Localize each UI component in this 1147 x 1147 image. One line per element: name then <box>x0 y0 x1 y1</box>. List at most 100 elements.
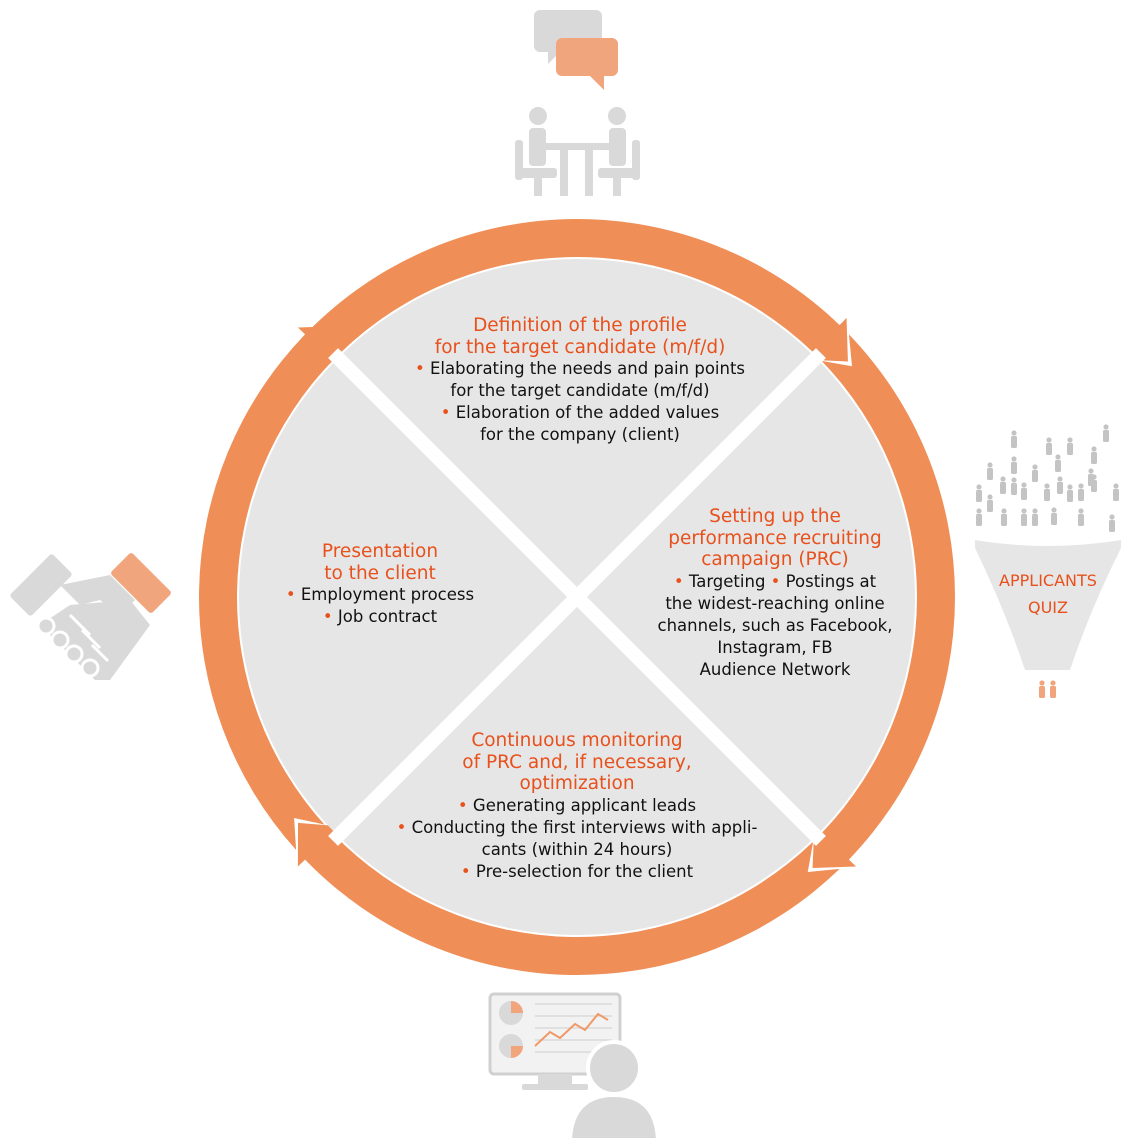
bullet-text: Conducting the first interviews with app… <box>411 817 758 837</box>
funnel-output-people-icon <box>1039 680 1056 698</box>
bullet-marker: • <box>460 861 476 881</box>
handshake-icon <box>10 553 171 680</box>
bullet-text: channels, such as Facebook, <box>657 615 893 635</box>
title-line: campaign (PRC) <box>701 549 849 570</box>
quadrant-top-title: Definition of the profile for the target… <box>380 315 780 358</box>
bullet-text: Pre-selection for the client <box>475 861 694 881</box>
bullet-line: • Generating applicant leads <box>377 795 777 817</box>
title-line: Setting up the <box>709 506 841 527</box>
bullet-line: • Elaboration of the added values <box>380 402 780 424</box>
person-icon <box>1067 437 1073 455</box>
bullet-text: the widest-reaching online <box>665 593 885 613</box>
bullet-marker: • <box>770 571 786 591</box>
title-line: optimization <box>519 773 635 794</box>
bullet-text: Audience Network <box>699 659 851 679</box>
title-line: for the target candidate (m/f/d) <box>434 336 726 358</box>
quadrant-circle <box>239 259 915 935</box>
person-icon <box>1103 424 1109 442</box>
bullet-text: Elaborating the needs and pain points <box>429 359 746 378</box>
funnel-label-applicants: APPLICANTS <box>999 571 1097 590</box>
title-line: Continuous monitoring <box>471 730 683 751</box>
quadrant-left-title: Presentation to the client <box>260 541 500 584</box>
person-icon <box>1011 456 1017 474</box>
bullet-marker: • <box>440 403 456 422</box>
ring-arrow-segment <box>300 218 848 366</box>
person-icon <box>1032 464 1038 482</box>
bullet-line: for the target candidate (m/f/d) <box>380 380 780 402</box>
bullet-text: Employment process <box>300 585 475 604</box>
person-icon <box>1039 680 1045 698</box>
person-icon <box>976 508 982 526</box>
ring-arrow-segment <box>297 822 840 975</box>
speech-bubbles-icon <box>534 10 618 90</box>
bullet-line: the widest-reaching online <box>625 593 925 615</box>
quadrant-bottom-title: Continuous monitoring of PRC and, if nec… <box>377 730 777 795</box>
person-icon <box>1000 476 1006 494</box>
person-icon <box>987 494 993 512</box>
person-icon <box>1044 483 1050 501</box>
meeting-table-icon <box>515 107 640 196</box>
quadrant-left-text: Presentation to the client • Employment … <box>260 541 500 628</box>
bullet-text: for the target candidate (m/f/d) <box>450 381 710 400</box>
quadrant-right-title: Setting up the performance recruiting ca… <box>625 506 925 571</box>
quadrant-divider <box>328 348 826 846</box>
person-icon <box>1091 474 1097 492</box>
bullet-text: Elaboration of the added values <box>455 403 720 422</box>
ring-arrow-segment <box>199 326 342 850</box>
bullet-line: channels, such as Facebook, <box>625 615 925 637</box>
person-icon <box>1067 484 1073 502</box>
bullet-marker: • <box>457 795 473 815</box>
person-icon <box>1032 508 1038 526</box>
person-icon <box>1011 430 1017 448</box>
ring-arrow-segment <box>812 334 955 868</box>
bullet-line: • Elaborating the needs and pain points <box>380 358 780 380</box>
title-line: Definition of the profile <box>473 315 687 336</box>
person-icon <box>976 484 982 502</box>
person-icon <box>1109 514 1115 532</box>
bullet-text: cants (within 24 hours) <box>481 839 673 859</box>
person-icon <box>1113 483 1119 501</box>
bullet-text: for the company (client) <box>480 425 680 444</box>
person-icon <box>1055 454 1061 472</box>
bullet-marker: • <box>414 359 430 378</box>
person-icon <box>1050 680 1056 698</box>
person-icon <box>1021 482 1027 500</box>
person-icon <box>1046 437 1052 455</box>
bullet-line: for the company (client) <box>380 424 780 446</box>
person-icon <box>1001 508 1007 526</box>
title-line: to the client <box>324 562 436 584</box>
quadrant-bottom-bullets: • Generating applicant leads• Conducting… <box>377 795 777 883</box>
quadrant-right-text: Setting up the performance recruiting ca… <box>625 506 925 681</box>
title-line: of PRC and, if necessary, <box>462 751 692 773</box>
person-icon <box>1051 507 1057 525</box>
bullet-line: Audience Network <box>625 659 925 681</box>
bullet-text: Instagram, FB <box>717 637 833 657</box>
person-icon <box>987 462 993 480</box>
bullet-line: • Targeting • Postings at <box>625 571 925 593</box>
person-icon <box>1057 476 1063 494</box>
cycle-ring <box>199 218 955 975</box>
analytics-monitor-icon <box>488 992 661 1142</box>
funnel-icon <box>975 540 1121 670</box>
bullet-text: Targeting <box>688 571 771 591</box>
bullet-line: cants (within 24 hours) <box>377 839 777 861</box>
quadrant-top-text: Definition of the profile for the target… <box>380 315 780 446</box>
quadrant-bottom-text: Continuous monitoring of PRC and, if nec… <box>377 730 777 883</box>
bullet-marker: • <box>673 571 689 591</box>
bullet-line: • Job contract <box>260 606 500 628</box>
bullet-marker: • <box>322 607 338 626</box>
person-icon <box>1078 508 1084 526</box>
bullet-line: • Employment process <box>260 584 500 606</box>
bullet-marker: • <box>396 817 412 837</box>
bullet-line: Instagram, FB <box>625 637 925 659</box>
person-icon <box>1078 483 1084 501</box>
person-icon <box>1011 477 1017 495</box>
bullet-line: • Conducting the first interviews with a… <box>377 817 777 839</box>
title-line: Presentation <box>321 541 439 562</box>
quadrant-left-bullets: • Employment process• Job contract <box>260 584 500 628</box>
bullet-line: • Pre-selection for the client <box>377 861 777 883</box>
bullet-marker: • <box>285 585 301 604</box>
